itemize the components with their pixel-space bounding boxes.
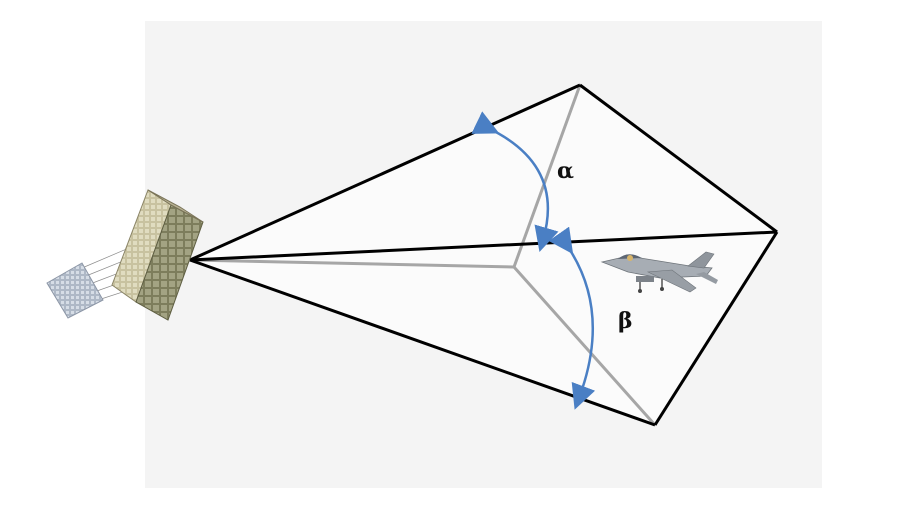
jet-stabilizer [696,272,718,284]
beta-label: β [618,308,633,334]
fighter-jet-icon [600,251,718,293]
radar-subarray-module [46,262,104,319]
jet-tail-fin [687,251,715,269]
alpha-label: α [557,158,574,184]
jet-intake [636,276,654,282]
beta-angle-arrow [548,226,596,410]
phased-array-radar-icon [46,189,204,321]
coverage-volume-face [190,85,777,425]
outline-edge-top-right [579,83,778,234]
coverage-volume [190,85,777,425]
jet-emblem [627,255,633,261]
alpha-angle-arrow [471,111,559,252]
jet-wing [646,269,697,293]
outline-edge-bottom-right [653,231,779,426]
inner-edge-center [189,258,515,269]
angle-arrows [471,111,596,410]
radar-array-top [147,189,204,223]
